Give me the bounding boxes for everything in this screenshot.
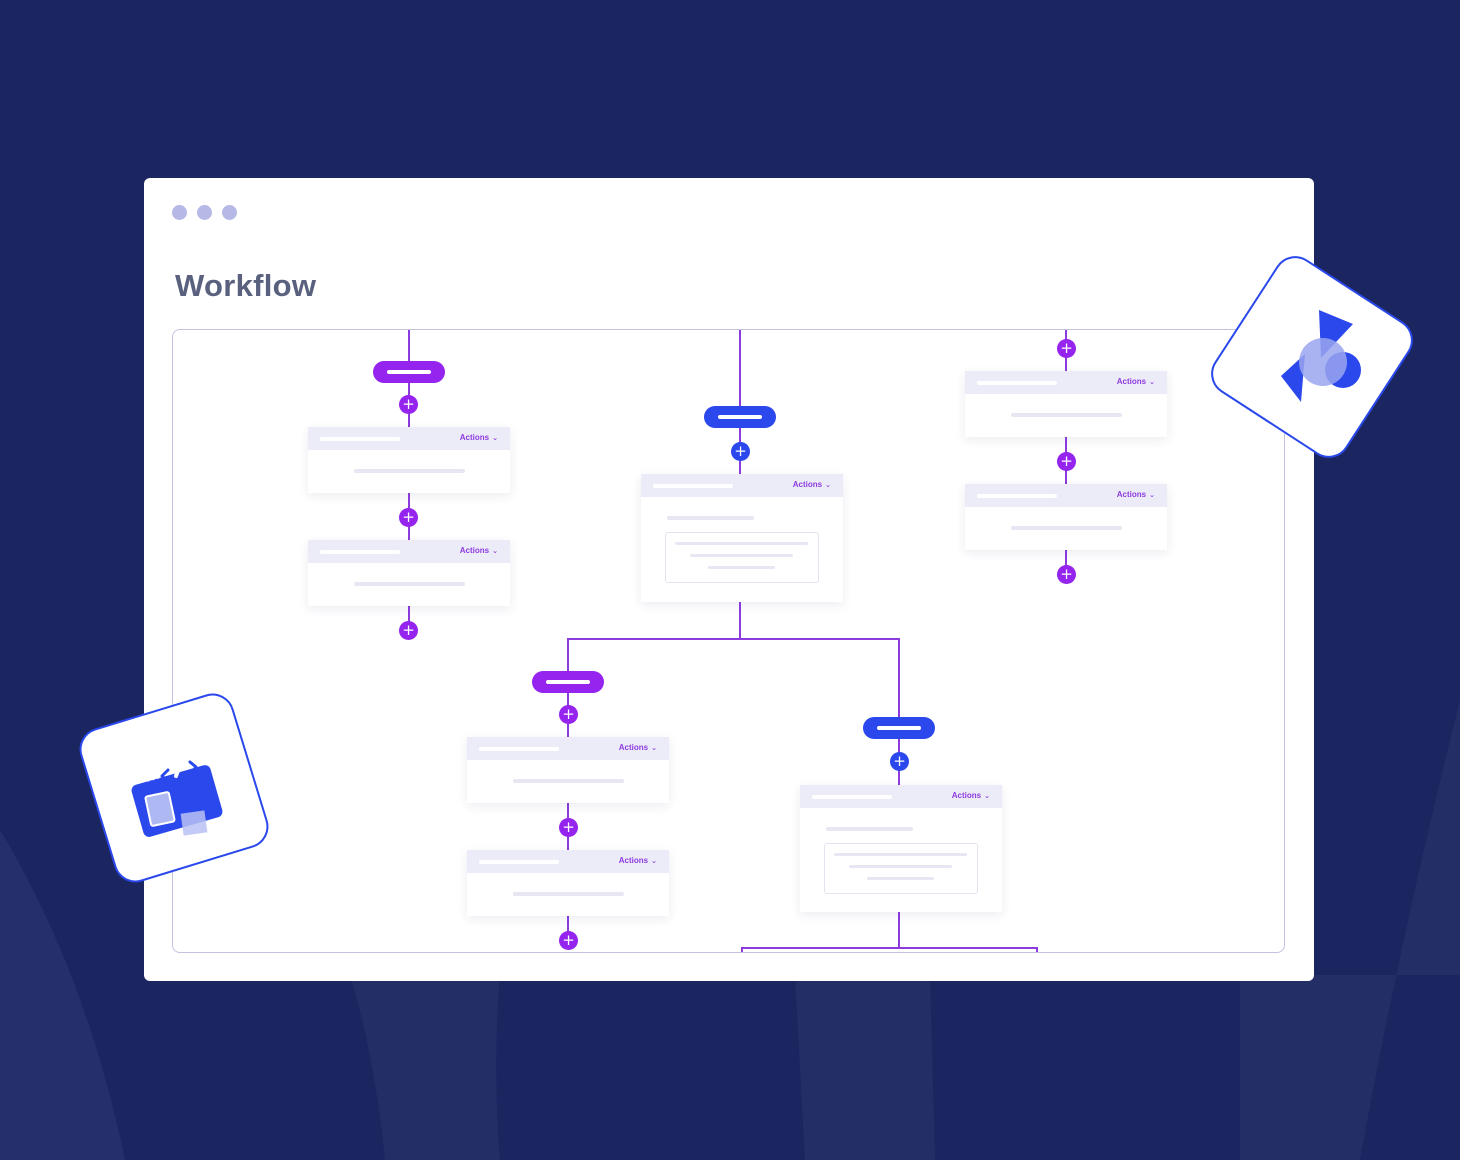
trigger-node[interactable] <box>863 717 935 739</box>
actions-dropdown[interactable]: Actions⌄ <box>792 480 831 489</box>
add-step-button[interactable]: + <box>1057 339 1076 358</box>
shapes-badge <box>1202 247 1422 467</box>
chevron-down-icon: ⌄ <box>651 858 657 865</box>
chevron-down-icon: ⌄ <box>651 745 657 752</box>
action-card[interactable]: Actions⌄ <box>965 484 1167 550</box>
add-step-button[interactable]: + <box>559 931 578 950</box>
connector-line <box>1036 947 1038 952</box>
code-window-badge <box>74 688 274 888</box>
add-step-button[interactable]: + <box>731 442 750 461</box>
connector-line <box>567 638 900 640</box>
window-dot-1[interactable] <box>172 205 187 220</box>
action-card[interactable]: Actions⌄ <box>308 427 510 493</box>
chevron-down-icon: ⌄ <box>1149 379 1155 386</box>
add-step-button[interactable]: + <box>399 395 418 414</box>
add-step-button[interactable]: + <box>559 705 578 724</box>
actions-dropdown[interactable]: Actions⌄ <box>951 791 990 800</box>
action-card[interactable]: Actions⌄ <box>467 737 669 803</box>
connector-line <box>741 947 1038 949</box>
code-window-icon <box>131 758 223 837</box>
add-step-button[interactable]: + <box>1057 452 1076 471</box>
trigger-node[interactable] <box>373 361 445 383</box>
action-card[interactable]: Actions⌄ <box>800 785 1002 912</box>
workflow-canvas: + Actions⌄ + Actions⌄ + + Actions⌄ <box>172 329 1285 953</box>
add-step-button[interactable]: + <box>1057 565 1076 584</box>
page-title: Workflow <box>175 268 317 303</box>
actions-dropdown[interactable]: Actions⌄ <box>618 743 657 752</box>
add-step-button[interactable]: + <box>399 621 418 640</box>
chevron-down-icon: ⌄ <box>1149 492 1155 499</box>
add-step-button[interactable]: + <box>890 752 909 771</box>
shapes-icon <box>1281 310 1361 402</box>
actions-dropdown[interactable]: Actions⌄ <box>459 546 498 555</box>
workflow-window: Workflow + Actions⌄ + Actions⌄ + + Actio… <box>144 178 1314 981</box>
window-dot-3[interactable] <box>222 205 237 220</box>
connector-line <box>741 947 743 952</box>
trigger-node[interactable] <box>704 406 776 428</box>
add-step-button[interactable]: + <box>559 818 578 837</box>
action-card[interactable]: Actions⌄ <box>965 371 1167 437</box>
trigger-node[interactable] <box>532 671 604 693</box>
action-card[interactable]: Actions⌄ <box>467 850 669 916</box>
chevron-down-icon: ⌄ <box>492 435 498 442</box>
actions-dropdown[interactable]: Actions⌄ <box>1116 377 1155 386</box>
chevron-down-icon: ⌄ <box>492 548 498 555</box>
add-step-button[interactable]: + <box>399 508 418 527</box>
window-dot-2[interactable] <box>197 205 212 220</box>
actions-dropdown[interactable]: Actions⌄ <box>618 856 657 865</box>
action-card[interactable]: Actions⌄ <box>641 474 843 602</box>
action-card[interactable]: Actions⌄ <box>308 540 510 606</box>
actions-dropdown[interactable]: Actions⌄ <box>459 433 498 442</box>
chevron-down-icon: ⌄ <box>984 793 990 800</box>
actions-dropdown[interactable]: Actions⌄ <box>1116 490 1155 499</box>
chevron-down-icon: ⌄ <box>825 482 831 489</box>
